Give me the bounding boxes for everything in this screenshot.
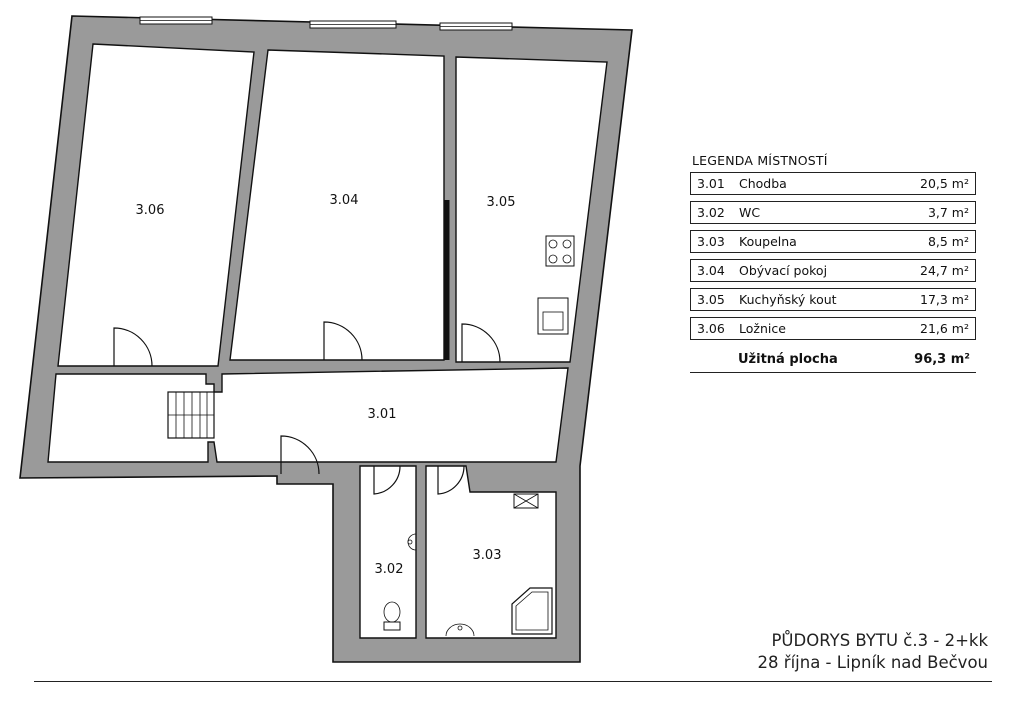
caption-location: 28 října - Lipník nad Bečvou	[757, 653, 988, 672]
legend-row: 3.06 Ložnice 21,6 m²	[690, 317, 976, 340]
bathroom-washbasin-icon	[445, 623, 475, 637]
bottom-rule	[34, 681, 992, 682]
legend-name: WC	[739, 205, 761, 220]
legend-row: 3.04 Obývací pokoj 24,7 m²	[690, 259, 976, 282]
room-3.04-living	[229, 49, 445, 361]
wc-washbasin-icon	[407, 533, 417, 551]
door-swings	[113, 321, 501, 495]
room-label-3.05: 3.05	[487, 195, 516, 210]
legend-row: 3.03 Koupelna 8,5 m²	[690, 230, 976, 253]
room-3.06-bedroom	[57, 43, 255, 367]
legend-row: 3.01 Chodba 20,5 m²	[690, 172, 976, 195]
windows	[139, 16, 513, 31]
legend-code: 3.06	[697, 321, 725, 336]
legend-code: 3.03	[697, 234, 725, 249]
legend-area: 3,7 m²	[927, 205, 969, 220]
legend-area: 24,7 m²	[920, 263, 969, 278]
legend-code: 3.04	[697, 263, 725, 278]
room-legend: LEGENDA MÍSTNOSTÍ 3.01 Chodba 20,5 m² 3.…	[690, 153, 976, 373]
legend-area: 21,6 m²	[920, 321, 969, 336]
stove-icon	[545, 235, 575, 267]
legend-name: Kuchyňský kout	[739, 292, 837, 307]
legend-code: 3.02	[697, 205, 725, 220]
legend-name: Koupelna	[739, 234, 797, 249]
room-label-3.01: 3.01	[368, 407, 397, 422]
legend-name: Obývací pokoj	[739, 263, 828, 278]
legend-name: Chodba	[739, 176, 787, 191]
legend-area: 8,5 m²	[927, 234, 969, 249]
room-3.02-wc	[359, 465, 417, 639]
total-label: Užitná plocha	[738, 351, 838, 367]
legend-total: Užitná plocha 96,3 m²	[690, 346, 976, 373]
room-label-3.02: 3.02	[375, 562, 404, 577]
legend-row: 3.02 WC 3,7 m²	[690, 201, 976, 224]
legend-row: 3.05 Kuchyňský kout 17,3 m²	[690, 288, 976, 311]
staircase	[167, 391, 215, 439]
shower-icon	[513, 493, 539, 509]
legend-area: 17,3 m²	[920, 292, 969, 307]
legend-area: 20,5 m²	[920, 176, 969, 191]
room-label-3.03: 3.03	[473, 548, 502, 563]
legend-code: 3.01	[697, 176, 725, 191]
legend-title: LEGENDA MÍSTNOSTÍ	[692, 153, 828, 168]
toilet-icon	[383, 601, 401, 631]
sink-icon	[537, 297, 569, 335]
bathtub-icon	[511, 587, 553, 635]
legend-name: Ložnice	[739, 321, 786, 336]
total-value: 96,3 m²	[914, 351, 970, 367]
room-3.05-kitchen	[455, 56, 608, 363]
room-label-3.06: 3.06	[136, 203, 165, 218]
legend-code: 3.05	[697, 292, 725, 307]
caption-title: PŮDORYS BYTU č.3 - 2+kk	[771, 631, 988, 650]
room-label-3.04: 3.04	[330, 193, 359, 208]
plan-caption: PŮDORYS BYTU č.3 - 2+kk 28 října - Lipní…	[758, 630, 988, 674]
